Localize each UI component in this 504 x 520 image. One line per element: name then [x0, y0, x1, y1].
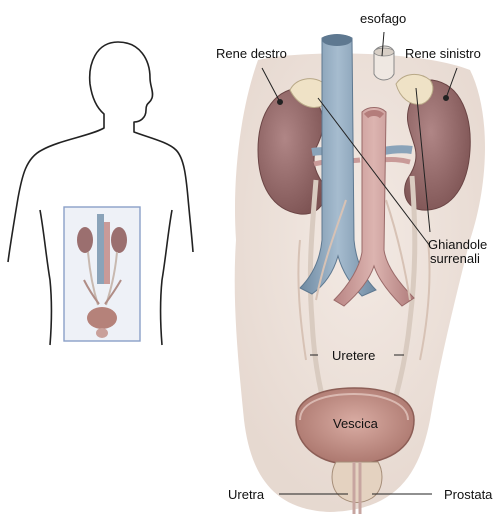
- label-left-kidney: Rene sinistro: [405, 47, 481, 61]
- label-adrenal-line2: surrenali: [430, 252, 480, 266]
- label-bladder: Vescica: [333, 417, 378, 431]
- prostate: [332, 462, 382, 503]
- label-adrenal-line1: Ghiandole: [428, 238, 487, 252]
- highlight-region: [64, 207, 140, 341]
- label-right-kidney: Rene destro: [216, 47, 287, 61]
- label-esophagus: esofago: [360, 12, 406, 26]
- label-urethra: Uretra: [228, 488, 264, 502]
- label-ureter: Uretere: [332, 349, 375, 363]
- label-prostate: Prostata: [444, 488, 492, 502]
